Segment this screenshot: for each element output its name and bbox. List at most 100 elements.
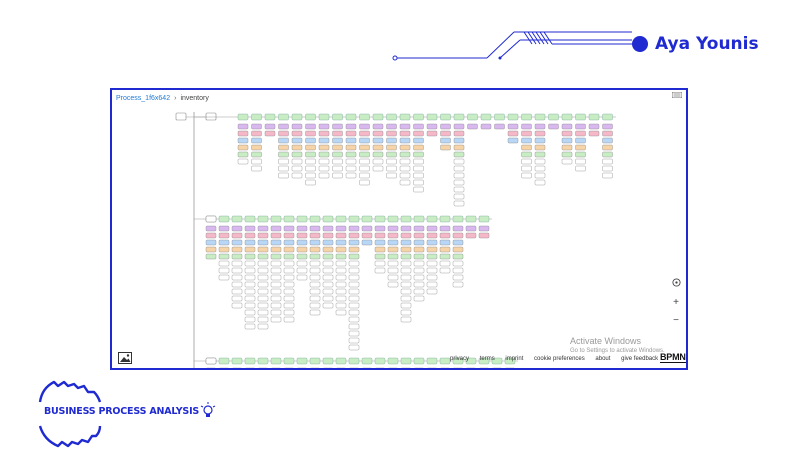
sub-task-node[interactable]: [296, 246, 308, 253]
sub-task-node[interactable]: [348, 232, 360, 239]
task-node[interactable]: [345, 113, 357, 121]
sub-task-node[interactable]: [237, 151, 249, 158]
sub-task-node[interactable]: [291, 123, 303, 130]
sub-task-node[interactable]: [413, 288, 425, 295]
sub-task-node[interactable]: [345, 172, 357, 179]
sub-task-node[interactable]: [374, 253, 386, 260]
sub-task-node[interactable]: [231, 225, 243, 232]
sub-task-node[interactable]: [335, 253, 347, 260]
sub-task-node[interactable]: [348, 323, 360, 330]
sub-task-node[interactable]: [257, 316, 269, 323]
task-node[interactable]: [413, 357, 425, 365]
sub-task-node[interactable]: [374, 232, 386, 239]
sub-task-node[interactable]: [322, 232, 334, 239]
task-node[interactable]: [361, 357, 373, 365]
sub-task-node[interactable]: [452, 239, 464, 246]
sub-task-node[interactable]: [521, 123, 532, 130]
sub-task-node[interactable]: [452, 246, 464, 253]
task-node[interactable]: [296, 357, 308, 365]
sub-task-node[interactable]: [386, 123, 397, 130]
sub-task-node[interactable]: [386, 172, 397, 179]
task-node[interactable]: [465, 357, 477, 365]
sub-task-node[interactable]: [322, 274, 334, 281]
sub-task-node[interactable]: [270, 232, 282, 239]
sub-task-node[interactable]: [283, 232, 295, 239]
sub-task-node[interactable]: [359, 137, 370, 144]
zoom-out-button[interactable]: −: [673, 315, 679, 326]
task-node[interactable]: [283, 357, 295, 365]
sub-task-node[interactable]: [387, 267, 399, 274]
sub-task-node[interactable]: [251, 137, 262, 144]
sub-task-node[interactable]: [318, 165, 330, 172]
sub-task-node[interactable]: [283, 309, 295, 316]
sub-task-node[interactable]: [359, 158, 370, 165]
sub-task-node[interactable]: [305, 130, 316, 137]
sub-task-node[interactable]: [305, 151, 316, 158]
sub-task-node[interactable]: [507, 123, 519, 130]
sub-task-node[interactable]: [283, 295, 295, 302]
sub-task-node[interactable]: [335, 246, 347, 253]
task-node[interactable]: [231, 357, 243, 365]
task-node[interactable]: [467, 113, 478, 121]
sub-task-node[interactable]: [375, 367, 385, 370]
sub-task-node[interactable]: [440, 367, 450, 370]
sub-task-node[interactable]: [345, 158, 357, 165]
task-node[interactable]: [548, 113, 559, 121]
sub-task-node[interactable]: [534, 165, 546, 172]
sub-task-node[interactable]: [426, 281, 438, 288]
sub-task-node[interactable]: [244, 232, 256, 239]
sub-task-node[interactable]: [283, 253, 295, 260]
sub-task-node[interactable]: [348, 274, 360, 281]
sub-task-node[interactable]: [413, 239, 425, 246]
sub-task-node[interactable]: [492, 367, 502, 370]
sub-task-node[interactable]: [218, 246, 230, 253]
sub-task-node[interactable]: [232, 367, 242, 370]
sub-task-node[interactable]: [361, 225, 373, 232]
sub-task-node[interactable]: [335, 274, 347, 281]
sub-task-node[interactable]: [318, 123, 330, 130]
task-node[interactable]: [439, 357, 451, 365]
sub-task-node[interactable]: [257, 232, 269, 239]
sub-task-node[interactable]: [322, 260, 334, 267]
sub-task-node[interactable]: [257, 309, 269, 316]
sub-task-node[interactable]: [291, 130, 303, 137]
sub-task-node[interactable]: [452, 253, 464, 260]
sub-task-node[interactable]: [413, 267, 425, 274]
sub-task-node[interactable]: [386, 158, 397, 165]
reset-view-icon[interactable]: [670, 276, 682, 294]
sub-task-node[interactable]: [205, 246, 217, 253]
sub-task-node[interactable]: [296, 232, 308, 239]
sub-task-node[interactable]: [387, 281, 399, 288]
sub-task-node[interactable]: [359, 151, 370, 158]
sub-task-node[interactable]: [251, 158, 262, 165]
sub-task-node[interactable]: [332, 123, 343, 130]
sub-task-node[interactable]: [305, 137, 316, 144]
footer-link-imprint[interactable]: imprint: [505, 356, 524, 362]
sub-task-node[interactable]: [231, 274, 243, 281]
sub-task-node[interactable]: [270, 225, 282, 232]
sub-task-node[interactable]: [348, 288, 360, 295]
sub-task-node[interactable]: [588, 123, 600, 130]
sub-task-node[interactable]: [452, 281, 464, 288]
sub-task-node[interactable]: [257, 302, 269, 309]
task-node[interactable]: [218, 357, 230, 365]
sub-task-node[interactable]: [413, 151, 424, 158]
sub-task-node[interactable]: [466, 367, 476, 370]
sub-task-node[interactable]: [413, 274, 425, 281]
sub-task-node[interactable]: [453, 172, 465, 179]
sub-task-node[interactable]: [575, 130, 586, 137]
sub-task-node[interactable]: [426, 232, 438, 239]
sub-task-node[interactable]: [345, 130, 357, 137]
task-node[interactable]: [494, 113, 505, 121]
sub-task-node[interactable]: [413, 158, 424, 165]
sub-task-node[interactable]: [309, 274, 321, 281]
sub-task-node[interactable]: [561, 151, 573, 158]
start-task[interactable]: [175, 112, 187, 121]
sub-task-node[interactable]: [270, 316, 282, 323]
sub-task-node[interactable]: [332, 151, 343, 158]
sub-task-node[interactable]: [244, 225, 256, 232]
sub-task-node[interactable]: [348, 309, 360, 316]
sub-task-node[interactable]: [205, 253, 217, 260]
sub-task-node[interactable]: [400, 225, 412, 232]
sub-task-node[interactable]: [244, 323, 256, 330]
